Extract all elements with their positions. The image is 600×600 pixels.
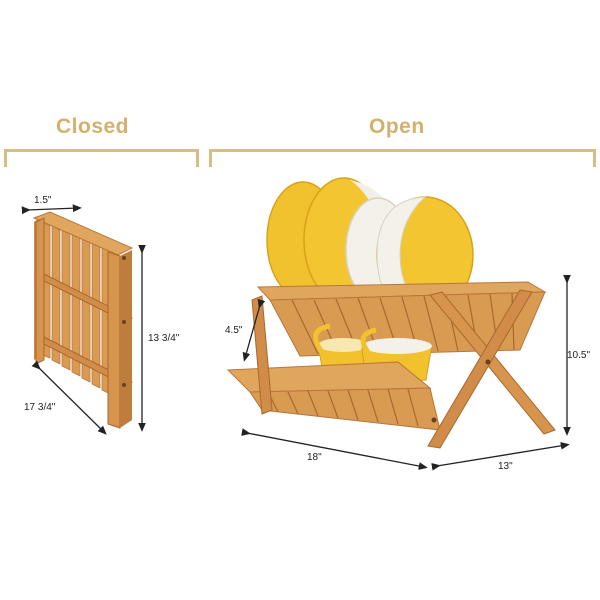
closed-depth-label: 1.5" — [34, 195, 52, 206]
open-shelf-gap-label: 4.5" — [225, 325, 243, 336]
closed-dimension-lines — [21, 204, 146, 435]
closed-height-label: 13 3/4" — [148, 333, 180, 344]
closed-bracket-divider — [4, 149, 199, 167]
open-heading: Open — [369, 115, 425, 138]
open-dimension-lines — [241, 274, 571, 471]
closed-heading: Closed — [56, 115, 130, 138]
closed-rack — [32, 211, 134, 429]
open-bracket-divider — [209, 149, 596, 167]
closed-length-label: 17 3/4" — [24, 402, 56, 413]
open-length-label: 18" — [307, 452, 322, 463]
lower-shelf — [226, 361, 441, 431]
open-height-label: 10.5" — [567, 350, 591, 361]
open-width-label: 13" — [498, 461, 513, 472]
